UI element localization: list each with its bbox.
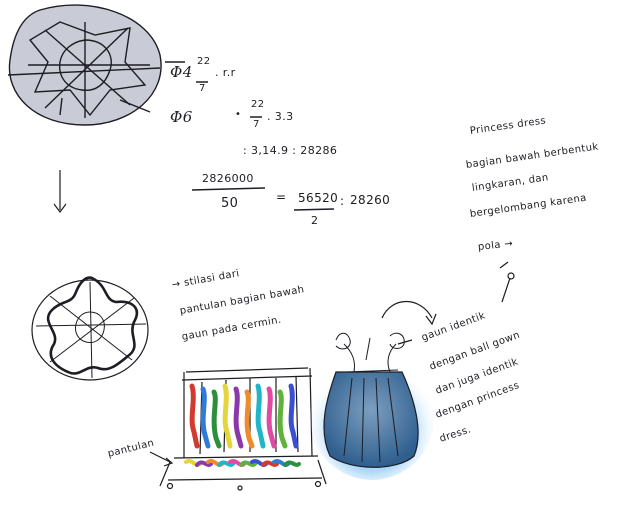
calc-line2-den: 7 <box>253 119 260 130</box>
wardrobe-color-stroke <box>269 389 274 446</box>
calc-eq2: : <box>340 194 344 208</box>
wardrobe-color-stroke <box>280 392 285 446</box>
calc-line2-rest: . 3.3 <box>267 110 294 123</box>
wardrobe-color-stroke <box>291 386 296 446</box>
calc-frac1-num: 2826000 <box>202 172 254 185</box>
wardrobe-color-stroke <box>258 386 263 446</box>
calc-line3: : 3,14.9 : 28286 <box>243 144 337 157</box>
wardrobe-sketch <box>150 368 326 490</box>
wardrobe-color-stroke <box>247 392 252 446</box>
wardrobe-color-stroke <box>192 386 197 446</box>
calc-result: 28260 <box>350 193 390 207</box>
calc-frac2-den: 2 <box>311 214 318 227</box>
calc-frac1-den: 50 <box>221 196 238 211</box>
calc-eq1: = <box>276 190 286 204</box>
calc-frac2-num: 56520 <box>298 191 338 205</box>
circle-pattern-top <box>8 5 185 125</box>
calc-line1-symbol: Φ4 <box>170 63 193 81</box>
calc-line1-num: 22 <box>197 56 211 67</box>
calc-line2-dot: • <box>235 109 241 120</box>
ball-gown-sketch <box>310 333 434 480</box>
wardrobe-color-stroke <box>225 386 230 446</box>
wardrobe-color-stroke <box>236 389 241 446</box>
calc-line1-rest: . r.r <box>215 66 236 79</box>
curved-arrow-icon <box>382 302 436 325</box>
circle-pattern-bottom <box>32 278 148 380</box>
wardrobe-bottom-stroke <box>285 462 299 465</box>
calc-line1-den: 7 <box>199 83 206 94</box>
wardrobe-color-stroke <box>203 389 208 446</box>
wardrobe-color-stroke <box>214 392 219 446</box>
arrow-down-icon <box>54 170 66 212</box>
calc-line2-num: 22 <box>251 99 265 110</box>
calc-line2-symbol: Φ6 <box>170 108 193 126</box>
